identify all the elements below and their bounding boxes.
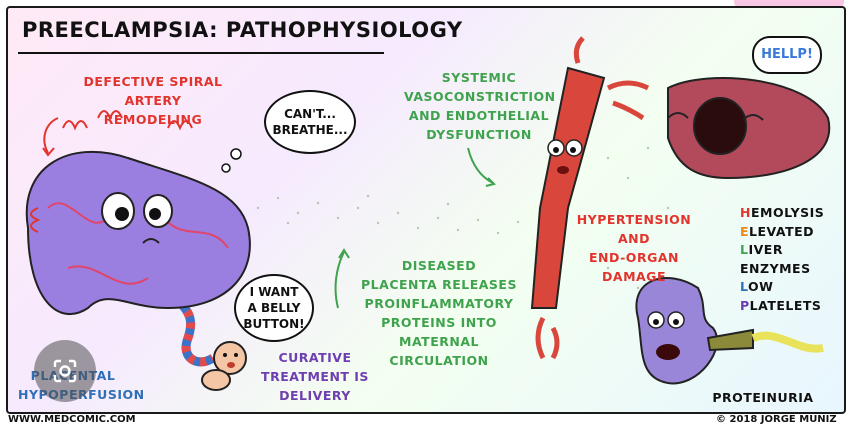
hellp-item-elevated: ELEVATED — [740, 223, 815, 239]
hellp-item-liver-enzymes: LIVER ENZYMES — [740, 242, 811, 276]
cytokine-mist — [256, 146, 670, 310]
artery-character — [530, 36, 650, 360]
arrow-defective-spiral — [43, 117, 59, 154]
kidney-character — [635, 277, 824, 385]
google-lens-button[interactable] — [34, 340, 96, 402]
illustration — [25, 36, 831, 391]
hellp-item-low: LOW — [740, 279, 774, 294]
hellp-item-platelets: PLATELETS — [740, 297, 822, 313]
footer-copyright: © 2018 JORGE MUNIZ — [716, 414, 837, 425]
arrow-to-artery — [467, 147, 494, 184]
baby-character — [201, 341, 247, 391]
comic-panel: PREECLAMPSIA: PATHOPHYSIOLOGY — [6, 6, 846, 414]
arrow-up-diseased — [334, 251, 345, 309]
label-proteinuria: PROTEINURIA — [712, 390, 814, 405]
browser-tab-edge — [734, 0, 844, 8]
title-underline — [18, 52, 384, 54]
bubble-cant-breathe: CAN'T...BREATHE... — [264, 90, 356, 154]
liver-character — [667, 77, 831, 180]
google-lens-icon — [53, 359, 77, 383]
hellp-item-hemolysis: HEMOLYSIS — [740, 205, 825, 220]
bubble-hellp: HELLP! — [752, 36, 822, 74]
placenta-character — [25, 110, 251, 315]
hellp-acronym-list: HEMOLYSIS ELEVATED LIVER ENZYMES LOW PLA… — [740, 204, 844, 315]
page-title: PREECLAMPSIA: PATHOPHYSIOLOGY — [22, 18, 463, 42]
footer-website: WWW.MEDCOMIC.COM — [8, 414, 136, 425]
